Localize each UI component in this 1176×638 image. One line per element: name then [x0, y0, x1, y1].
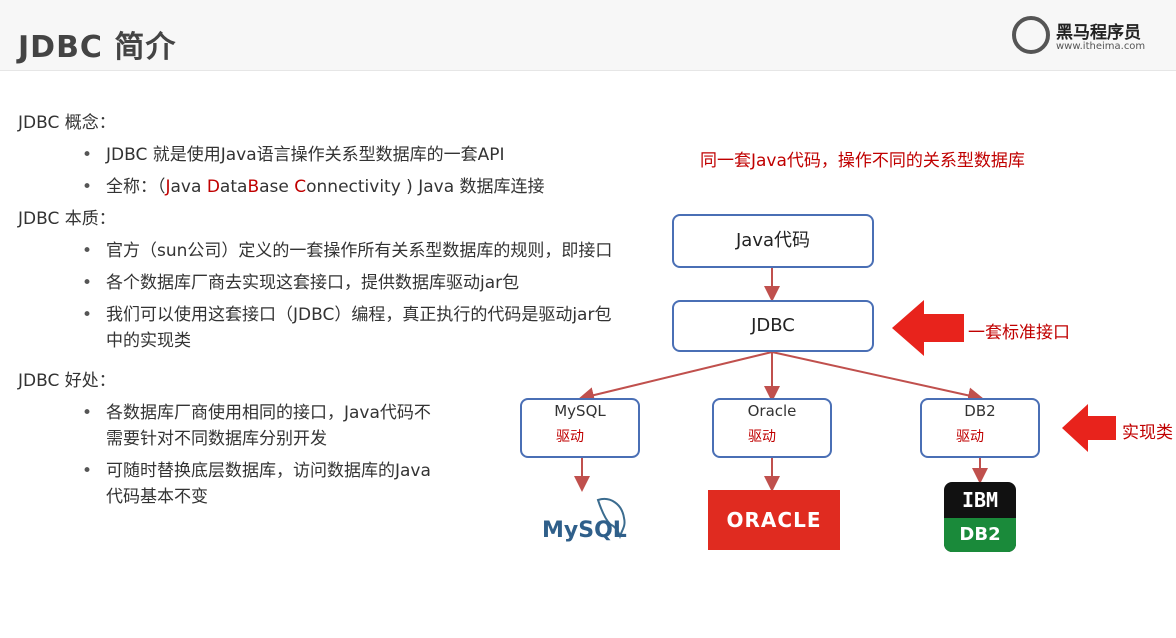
mysql-driver-label: 驱动: [556, 429, 584, 445]
benefit-item-same-interface: 各数据库厂商使用相同的接口，Java代码不 需要针对不同数据库分别开发: [18, 400, 658, 452]
slide-header: JDBC 简介 黑马程序员 www.itheima.com: [0, 0, 1176, 71]
diagram-caption: 同一套Java代码，操作不同的关系型数据库: [700, 151, 1025, 171]
essence-heading: JDBC 本质：: [18, 209, 116, 229]
mysql-logo-text: MySQL: [542, 518, 627, 543]
db2-band: DB2: [944, 518, 1016, 552]
impl-pointer-arrow: [1062, 404, 1116, 452]
benefit-item1-line2: 需要针对不同数据库分别开发: [106, 429, 327, 449]
impl-label: 实现类: [1122, 423, 1173, 443]
logo-emblem-icon: [1012, 16, 1050, 54]
jdbc-box: JDBC: [672, 300, 874, 352]
essence-item-interface: 我们可以使用这套接口（JDBC）编程，真正执行的代码是驱动jar包 中的实现类: [18, 302, 658, 354]
jdbc-label: JDBC: [751, 315, 795, 336]
oracle-driver-label: 驱动: [748, 429, 776, 445]
arrow-jdbc-to-db2: [771, 351, 984, 404]
arrow-jdbc-to-mysql: [578, 351, 773, 403]
oracle-driver-box: Oracle 驱动: [712, 398, 832, 458]
itheima-logo: 黑马程序员 www.itheima.com: [1012, 14, 1162, 58]
essence-item3-line2: 中的实现类: [106, 331, 191, 351]
concept-heading: JDBC 概念：: [18, 113, 116, 133]
concept-item-fullname: 全称：（Java DataBase Connectivity ) Java 数据…: [18, 174, 658, 200]
mysql-logo: MySQL: [540, 490, 640, 550]
benefit-item2-line1: 可随时替换底层数据库，访问数据库的Java: [106, 461, 431, 481]
interface-pointer-arrow: [892, 300, 964, 356]
oracle-driver-name: Oracle: [747, 402, 797, 420]
page-title: JDBC 简介: [18, 30, 177, 65]
mysql-dolphin-icon: [596, 498, 626, 540]
db2-logo-text: DB2: [959, 524, 1001, 545]
java-code-label: Java代码: [735, 230, 811, 251]
letter-c: C: [294, 177, 307, 197]
ibm-logo-text: IBM: [961, 488, 999, 512]
slide-body: JDBC 概念： JDBC 就是使用Java语言操作关系型数据库的一套API 全…: [18, 110, 658, 516]
oracle-logo: ORACLE: [708, 490, 840, 550]
ibm-db2-logo: IBM DB2: [944, 482, 1016, 552]
logo-name: 黑马程序员: [1056, 23, 1141, 43]
java-code-box: Java代码: [672, 214, 874, 268]
benefit-heading: JDBC 好处：: [18, 371, 116, 391]
jdbc-diagram: 同一套Java代码，操作不同的关系型数据库 Java代码 JDBC 一套标准接口…: [500, 140, 1176, 560]
db2-driver-label: 驱动: [956, 429, 984, 445]
fullname-rest: onnectivity ) Java 数据库连接: [306, 177, 545, 197]
logo-url: www.itheima.com: [1056, 41, 1146, 52]
oracle-logo-text: ORACLE: [726, 508, 822, 532]
essence-item-rules: 官方（sun公司）定义的一套操作所有关系型数据库的规则，即接口: [18, 238, 658, 264]
diagram-connectors: [574, 268, 1116, 492]
mysql-driver-name: MySQL: [554, 402, 606, 420]
word-ava: ava: [170, 177, 207, 197]
fullname-prefix: 全称：（: [106, 177, 166, 197]
benefit-item1-line1: 各数据库厂商使用相同的接口，Java代码不: [106, 403, 431, 423]
essence-item-vendors: 各个数据库厂商去实现这套接口，提供数据库驱动jar包: [18, 270, 658, 296]
db2-driver-name: DB2: [964, 402, 996, 420]
benefit-item2-line2: 代码基本不变: [106, 487, 208, 507]
mysql-driver-box: MySQL 驱动: [520, 398, 640, 458]
concept-item-api: JDBC 就是使用Java语言操作关系型数据库的一套API: [18, 142, 658, 168]
interface-label: 一套标准接口: [968, 323, 1070, 343]
word-ase: ase: [259, 177, 295, 197]
essence-item3-line1: 我们可以使用这套接口（JDBC）编程，真正执行的代码是驱动jar包: [106, 305, 612, 325]
word-ata: ata: [219, 177, 248, 197]
letter-b: B: [247, 177, 260, 197]
letter-d: D: [206, 177, 220, 197]
db2-driver-box: DB2 驱动: [920, 398, 1040, 458]
benefit-item-replace-db: 可随时替换底层数据库，访问数据库的Java 代码基本不变: [18, 458, 658, 510]
letter-j: J: [165, 177, 171, 197]
